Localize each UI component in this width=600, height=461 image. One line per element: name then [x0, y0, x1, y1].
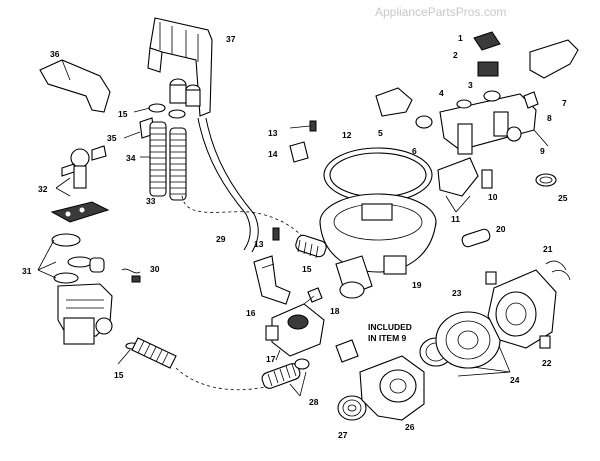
label-32: 32	[38, 184, 48, 194]
label-9: 9	[540, 146, 545, 156]
label-5: 5	[378, 128, 383, 138]
part-36-cover	[39, 59, 111, 113]
part-22-brackets	[485, 271, 551, 349]
part-17-drain-pump	[265, 295, 325, 361]
label-18: 18	[330, 306, 340, 316]
part-31-valve-parts	[37, 201, 110, 284]
part-10-fitting	[481, 169, 493, 189]
label-26: 26	[405, 422, 415, 432]
label-24: 24	[510, 375, 520, 385]
label-13b: 13	[254, 239, 264, 249]
label-8: 8	[547, 113, 552, 123]
part-1-cap	[473, 31, 501, 51]
label-10: 10	[488, 192, 498, 202]
label-12: 12	[342, 130, 352, 140]
part-13-screw-2	[272, 227, 280, 241]
label-28: 28	[309, 397, 319, 407]
part-30-sensor	[121, 268, 141, 283]
label-4: 4	[439, 88, 444, 98]
label-15a: 15	[118, 109, 128, 119]
label-33: 33	[146, 196, 156, 206]
part-37-bracket	[147, 17, 213, 117]
part-15-o-rings	[133, 103, 186, 119]
label-22: 22	[542, 358, 552, 368]
part-29-tube	[197, 117, 259, 253]
part-2-block	[477, 61, 499, 77]
inlet-valve	[57, 283, 139, 365]
part-15-fitting	[295, 234, 327, 259]
part-11-mount	[437, 157, 479, 213]
label-31: 31	[22, 266, 32, 276]
label-23: 23	[452, 288, 462, 298]
part-12-gasket	[323, 147, 433, 203]
label-19: 19	[412, 280, 422, 290]
part-14-bracket	[289, 141, 309, 163]
part-8-clip	[523, 91, 539, 109]
label-13: 13	[268, 128, 278, 138]
part-34-33-hoses	[140, 121, 187, 201]
label-21: 21	[543, 244, 553, 254]
part-21-motor	[487, 260, 571, 349]
label-25: 25	[558, 193, 568, 203]
label-34: 34	[126, 153, 136, 163]
part-18-clip	[307, 287, 323, 303]
part-26-pump-housing	[335, 339, 425, 421]
label-11: 11	[451, 214, 460, 224]
routing-dashed-2	[175, 367, 301, 391]
item-labels: 1 2 3 4 5 6 7 8 9 10 11 12 13 13 14 15 1…	[22, 33, 568, 440]
label-14: 14	[268, 149, 278, 159]
label-6: 6	[412, 146, 417, 156]
part-5-connector	[375, 87, 413, 117]
label-17: 17	[266, 354, 276, 364]
part-32-float-switch	[55, 145, 107, 197]
part-28-drain-hose	[261, 358, 310, 397]
part-27-impeller	[337, 395, 367, 421]
label-37: 37	[226, 34, 236, 44]
part-3-ring	[483, 90, 501, 102]
included-note-line2: IN ITEM 9	[368, 333, 407, 343]
label-1: 1	[458, 33, 463, 43]
label-36: 36	[50, 49, 60, 59]
label-7: 7	[562, 98, 567, 108]
included-note-line1: INCLUDED	[368, 322, 412, 332]
label-15b: 15	[302, 264, 312, 274]
label-35: 35	[107, 133, 117, 143]
label-16: 16	[246, 308, 256, 318]
label-27: 27	[338, 430, 348, 440]
label-15c: 15	[114, 370, 124, 380]
part-25-clamp	[535, 173, 557, 187]
part-15-lower-hose	[131, 337, 177, 369]
part-16-bracket	[253, 255, 291, 305]
part-20-cylinder	[461, 228, 491, 248]
part-6-ring	[415, 115, 433, 129]
part-4-ring	[456, 99, 472, 109]
part-13-screw	[289, 120, 317, 132]
part-7-bracket	[529, 39, 579, 79]
label-29: 29	[216, 234, 226, 244]
label-20: 20	[496, 224, 506, 234]
label-2: 2	[453, 50, 458, 60]
watermark: AppliancePartsPros.com	[375, 5, 506, 19]
label-30: 30	[150, 264, 160, 274]
label-3: 3	[468, 80, 473, 90]
part-19-sump	[319, 193, 437, 299]
